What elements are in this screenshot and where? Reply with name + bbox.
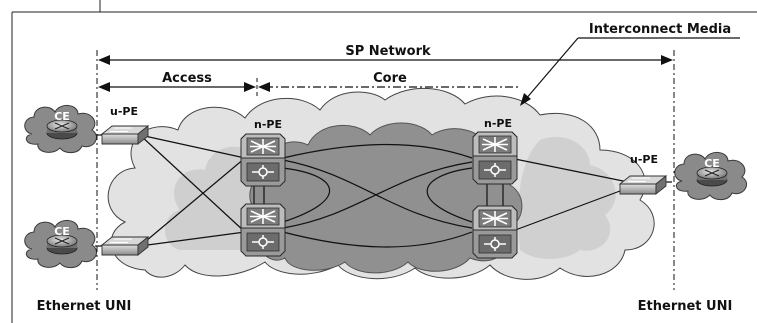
ethernet-uni-label-right: Ethernet UNI — [638, 299, 733, 314]
right-cloud-shade — [518, 136, 616, 259]
upe-switch-icon-right — [619, 175, 667, 195]
upe-switch-icon-bottom-left — [101, 236, 149, 256]
sp-network-span-arrow — [98, 55, 673, 65]
ethernet-uni-label-left: Ethernet UNI — [37, 299, 132, 314]
core-span-arrow — [258, 82, 520, 92]
interconnect-media-callout — [520, 37, 740, 106]
ce-label-bottom-left: CE — [54, 225, 70, 238]
npe-multilayer-switch-icon-left-top — [240, 133, 286, 187]
upe-switch-icon-top-left — [101, 125, 149, 145]
core-label: Core — [373, 71, 407, 86]
npe-multilayer-switch-icon-left-bottom — [240, 203, 286, 257]
access-span-arrow — [98, 82, 256, 92]
ce-label-right: CE — [704, 157, 720, 170]
npe-multilayer-switch-icon-right-top — [472, 131, 518, 185]
access-label: Access — [162, 71, 212, 86]
npe-label-right: n-PE — [484, 117, 512, 130]
npe-label-left: n-PE — [254, 118, 282, 131]
interconnect-media-label: Interconnect Media — [589, 22, 731, 37]
npe-multilayer-switch-icon-right-bottom — [472, 205, 518, 259]
ce-label-top-left: CE — [54, 110, 70, 123]
upe-label-right: u-PE — [630, 153, 658, 166]
sp-network-label: SP Network — [345, 44, 431, 59]
upe-label-left: u-PE — [110, 105, 138, 118]
